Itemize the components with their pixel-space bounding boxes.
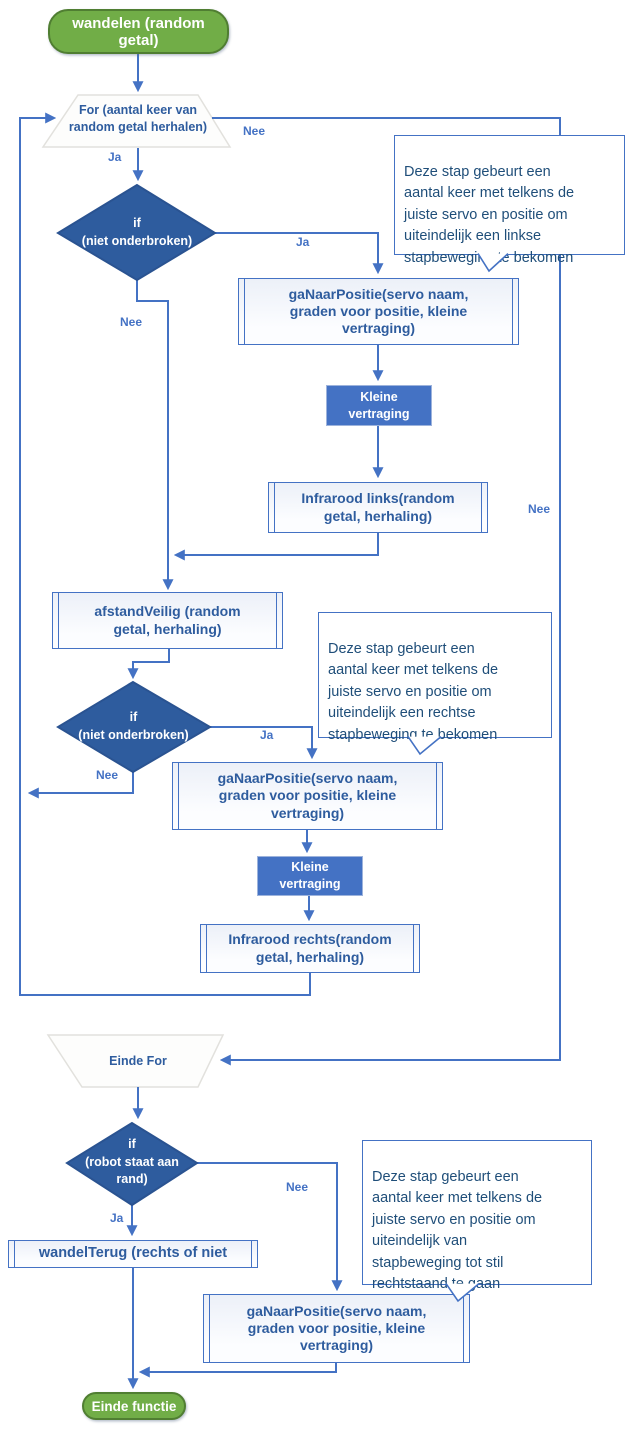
connector-if2-nee-merge [27,772,134,799]
connector-go3-merge [138,1363,337,1378]
edge-label-ja-if3: Ja [110,1211,124,1225]
callout-linkse-stap: Deze stap gebeurt een aantal keer met te… [394,135,625,266]
edge-label-ja-if1: Ja [296,235,310,249]
connector-if1-ja-to-go1 [215,232,384,275]
edge-label-ja-if2: Ja [260,728,274,742]
terminator-einde-functie: Einde functie [82,1392,186,1420]
process-afstandveilig: afstandVeilig (random getal, herhaling) [52,592,283,649]
connector-if2-ja-to-go2 [210,726,318,760]
edge-label-nee-if2: Nee [96,768,119,782]
connector-if1-nee-to-afstandveilig [136,278,174,591]
process-infrarood-rechts: Infrarood rechts(random getal, herhaling… [200,924,420,973]
terminator-start-label: wandelen (random getal) [72,14,205,49]
einde-for-shape [46,1034,225,1088]
decision-if-2-label: if (niet onderbroken) [78,710,189,742]
callout-rechtse-stap: Deze stap gebeurt een aantal keer met te… [318,612,552,743]
process-ganaarpositie-3: gaNaarPositie(servo naam, graden voor po… [203,1294,470,1363]
connector-for-nee-to-einde-for [212,117,561,1066]
callout-stilstand: Deze stap gebeurt een aantal keer met te… [362,1140,592,1292]
decision-if-1-shape [56,183,217,282]
edge-label-nee-if3: Nee [286,1180,309,1194]
connector-loop-back-to-for [19,112,311,996]
edge-label-ja-for: Ja [108,150,122,164]
for-loop-shape [41,94,232,148]
loop-for-label: For (aantal keer van random getal herhal… [68,103,208,134]
connector-afstandveilig-to-if2 [127,649,170,680]
edge-label-nee-if1: Nee [120,315,143,329]
decision-if-1-label: if (niet onderbroken) [81,216,193,248]
connector-if3-nee-to-go3 [197,1162,343,1292]
process-ganaarpositie-2: gaNaarPositie(servo naam, graden voor po… [172,762,443,830]
edge-label-nee-right: Nee [528,502,551,516]
connector-infrarood-links-return [173,533,379,561]
decision-if-3-label: if (robot staat aan rand) [85,1137,179,1186]
process-kleine-vertraging-1: Kleine vertraging [326,385,432,426]
terminator-start: wandelen (random getal) [48,9,229,54]
process-infrarood-links: Infrarood links(random getal, herhaling) [268,482,488,533]
decision-if-2-shape [56,680,212,774]
process-ganaarpositie-1: gaNaarPositie(servo naam, graden voor po… [238,278,519,345]
decision-if-3-shape [65,1121,199,1207]
process-wandelterug: wandelTerug (rechts of niet [8,1240,258,1268]
edge-label-nee-for: Nee [243,124,266,138]
process-kleine-vertraging-2: Kleine vertraging [257,856,363,896]
loop-einde-for-label: Einde For [109,1054,167,1068]
